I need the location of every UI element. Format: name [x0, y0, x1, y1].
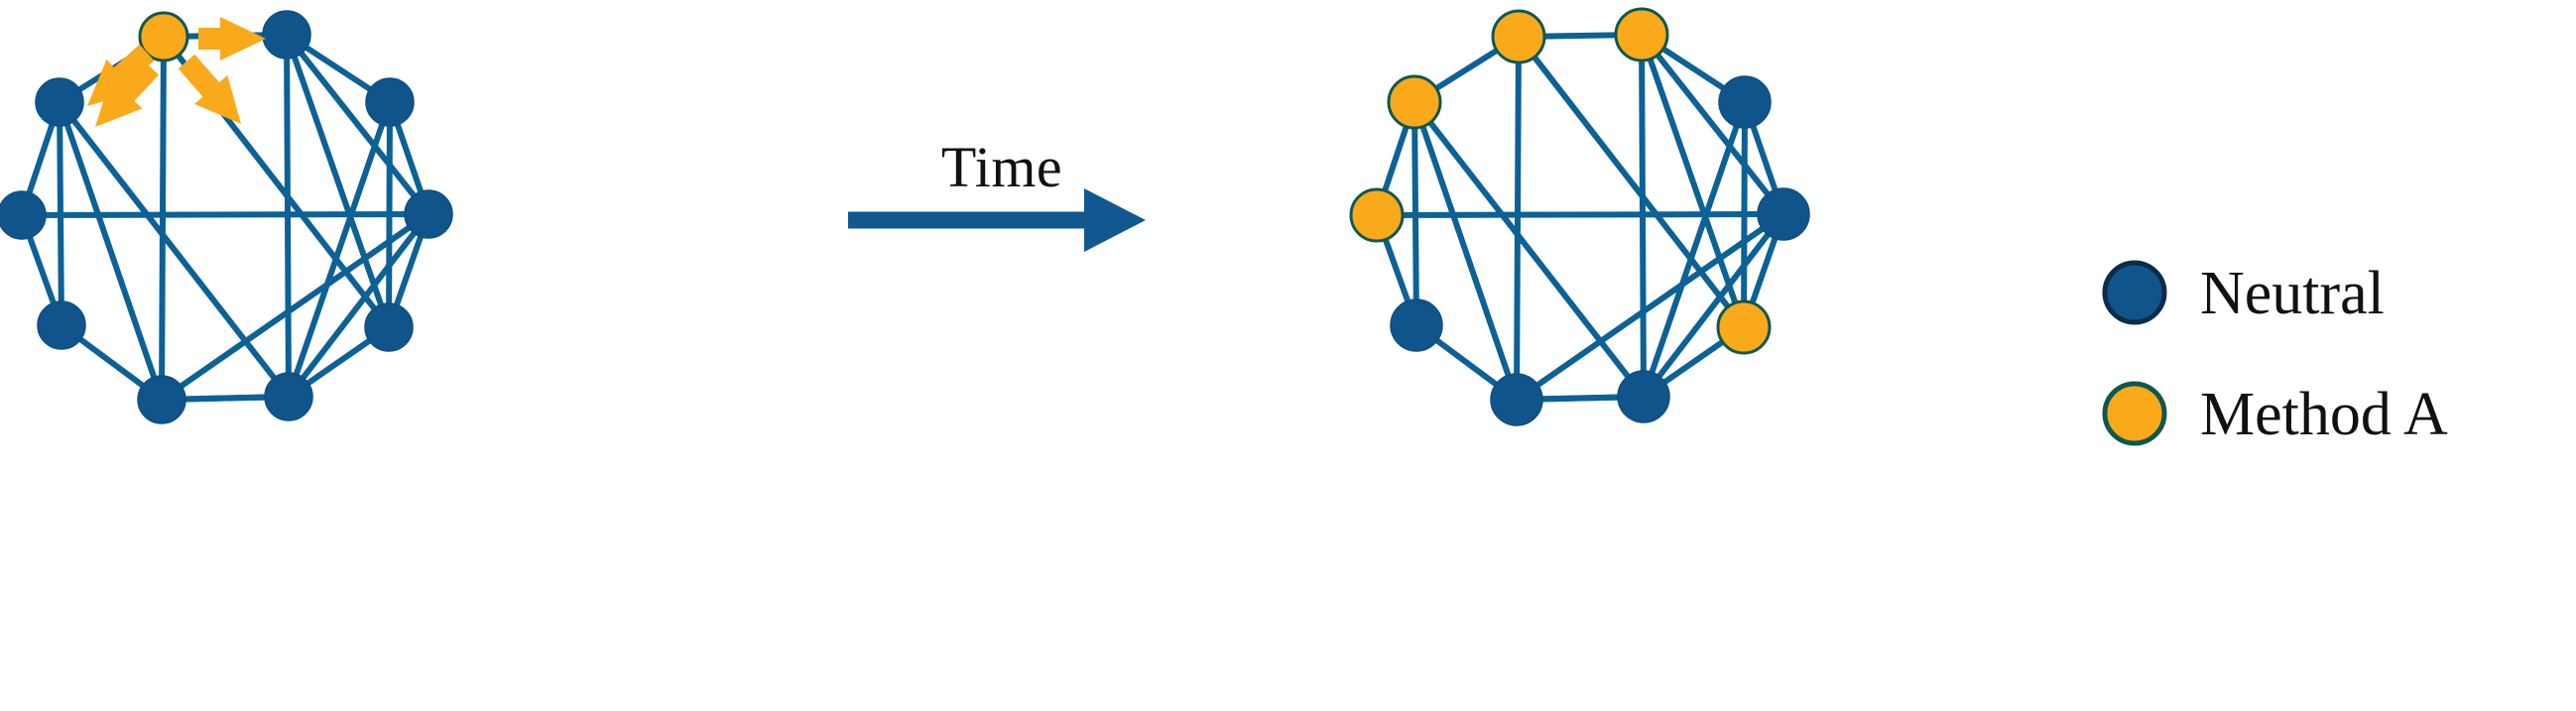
legend-label-method-a: Method A: [2200, 381, 2448, 448]
network-after-nodes: [1349, 7, 1810, 426]
network-after-edge: [1639, 32, 1786, 217]
network-before-node-neutral[interactable]: [0, 190, 47, 240]
network-before-edge: [286, 99, 393, 400]
network-before-node-neutral[interactable]: [365, 77, 415, 127]
network-after-node-method-a[interactable]: [1614, 7, 1669, 62]
network-after-edge: [1374, 211, 1786, 218]
network-before-nodes: [0, 10, 453, 424]
network-before-node-neutral[interactable]: [364, 302, 414, 352]
network-after-edge: [1516, 34, 1747, 330]
network-after-edge: [1411, 99, 1647, 400]
network-before-node-neutral[interactable]: [35, 77, 84, 127]
network-after-edge: [1639, 32, 1747, 330]
network-before-edge: [159, 211, 431, 403]
spread-arrow-to-top-right: [198, 17, 266, 60]
network-after-edge: [1411, 99, 1419, 328]
network-after-node-method-a[interactable]: [1349, 187, 1405, 243]
network-before-node-neutral[interactable]: [262, 10, 311, 59]
network-before-edge: [57, 99, 292, 400]
network-after-edge: [1514, 34, 1522, 403]
time-label: Time: [941, 135, 1062, 199]
spread-arrow-to-left-a: [87, 44, 155, 106]
network-after-node-method-a[interactable]: [1716, 299, 1772, 355]
legend-swatch-neutral: [2102, 260, 2167, 325]
network-before-node-neutral[interactable]: [37, 300, 86, 350]
network-before-edge: [284, 32, 431, 217]
network-before-node-neutral[interactable]: [264, 372, 313, 421]
spread-arrows: [87, 17, 266, 127]
network-after-edge: [1641, 211, 1786, 400]
network-after-edge: [1514, 211, 1786, 403]
network-before-edge: [159, 34, 167, 403]
network-after-node-neutral[interactable]: [1757, 187, 1810, 241]
network-after-edge: [1641, 99, 1748, 400]
network-before-node-method-a[interactable]: [138, 11, 189, 62]
time-transition: Time: [848, 135, 1146, 252]
spread-arrow-to-lower-right: [178, 54, 241, 124]
network-after-node-method-a[interactable]: [1387, 74, 1442, 130]
network-after-edge: [1411, 99, 1520, 403]
network-before-edge: [19, 211, 431, 218]
spread-arrow-to-left-b: [94, 59, 160, 127]
network-after-node-neutral[interactable]: [1718, 75, 1772, 129]
network-before-node-neutral[interactable]: [404, 189, 453, 239]
right-arrow-icon: [1084, 188, 1146, 252]
legend-swatch-method-a: [2102, 381, 2167, 446]
network-before-node-neutral[interactable]: [137, 375, 186, 424]
network-after-node-method-a[interactable]: [1491, 9, 1546, 64]
legend-label-neutral: Neutral: [2200, 260, 2385, 327]
network-before-edge: [284, 32, 392, 330]
network-after-node-neutral[interactable]: [1390, 298, 1443, 352]
network-after-node-neutral[interactable]: [1490, 373, 1543, 426]
network-before-edge: [57, 99, 64, 328]
network-before-edge: [57, 99, 165, 403]
network-after-node-neutral[interactable]: [1617, 370, 1670, 423]
network-before-edge: [286, 211, 431, 400]
